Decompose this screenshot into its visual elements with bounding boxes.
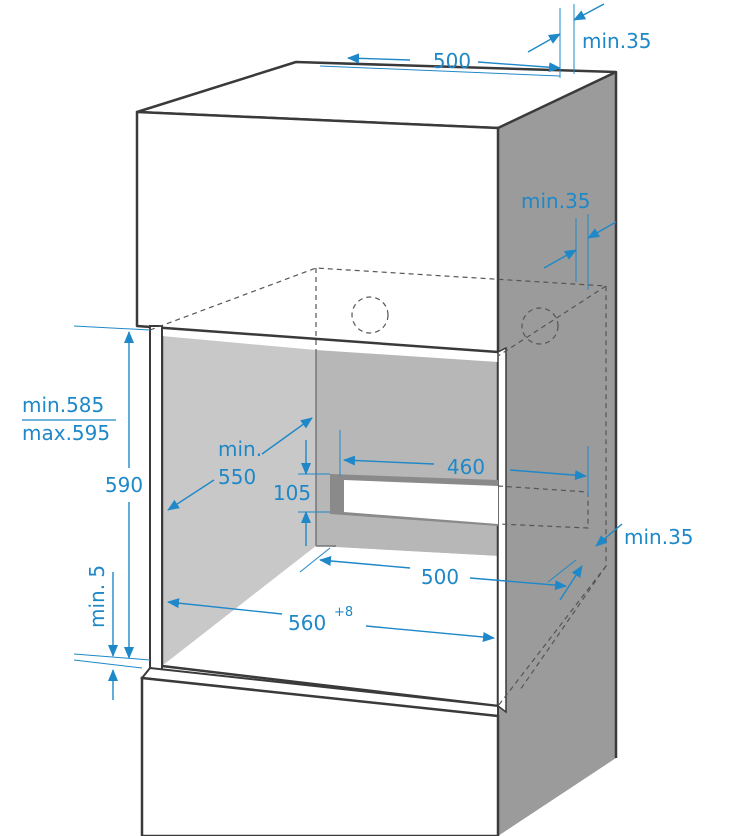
dim-bottom-depth: 500 bbox=[299, 547, 577, 591]
appliance-height-label: 590 bbox=[105, 473, 143, 497]
niche-floor bbox=[162, 546, 498, 706]
dim-appliance-height: 590 bbox=[73, 325, 151, 661]
front-frame-left bbox=[149, 325, 163, 672]
vent-height-label: 105 bbox=[273, 481, 311, 505]
hidden-hole-right bbox=[521, 307, 559, 345]
dim-top-depth: 500 bbox=[319, 49, 561, 77]
dim-vent-width: 460 bbox=[339, 430, 589, 496]
top-depth-label: 500 bbox=[433, 49, 471, 73]
hidden-vent-slot bbox=[497, 485, 589, 529]
niche-back-wall bbox=[316, 350, 498, 556]
bottom-depth-label: 500 bbox=[421, 565, 459, 589]
dim-niche-width: 560 +8 bbox=[167, 598, 495, 642]
top-cabinet-front bbox=[135, 110, 500, 354]
niche-width-label: 560 bbox=[288, 611, 326, 635]
depth-label-line1: min. bbox=[218, 437, 262, 461]
side-gap-label: min.35 bbox=[521, 189, 591, 213]
front-frame-right bbox=[497, 346, 507, 714]
niche-height-min-label: min.585 bbox=[22, 393, 104, 417]
dim-min-bottom: min. 5 bbox=[73, 565, 143, 700]
vent-slot-inner bbox=[344, 480, 498, 524]
hidden-edge-b bbox=[497, 285, 607, 357]
top-gap-label: min.35 bbox=[582, 29, 652, 53]
niche-height-max-label: max.595 bbox=[22, 421, 110, 445]
dim-vent-height: 105 bbox=[273, 440, 330, 546]
hidden-appliance-outline bbox=[149, 267, 607, 707]
dim-depth: min. 550 bbox=[167, 417, 313, 511]
dim-rear-gap: min.35 bbox=[559, 523, 694, 601]
rear-gap-label: min.35 bbox=[624, 525, 694, 549]
hidden-edge-c bbox=[519, 565, 607, 691]
depth-label-line2: 550 bbox=[218, 465, 256, 489]
dim-top-gap: min.35 bbox=[527, 3, 652, 78]
niche-width-tolerance: +8 bbox=[334, 605, 353, 620]
dim-niche-height: min.585 max.595 bbox=[22, 393, 116, 445]
dim-side-gap: min.35 bbox=[521, 189, 617, 290]
min-bottom-label: min. 5 bbox=[85, 565, 109, 628]
vent-width-label: 460 bbox=[447, 455, 485, 479]
bottom-cabinet-front bbox=[140, 676, 500, 836]
hidden-hole-left bbox=[351, 296, 389, 334]
niche-left-wall bbox=[162, 336, 316, 666]
cabinet-side-panel bbox=[498, 72, 616, 836]
